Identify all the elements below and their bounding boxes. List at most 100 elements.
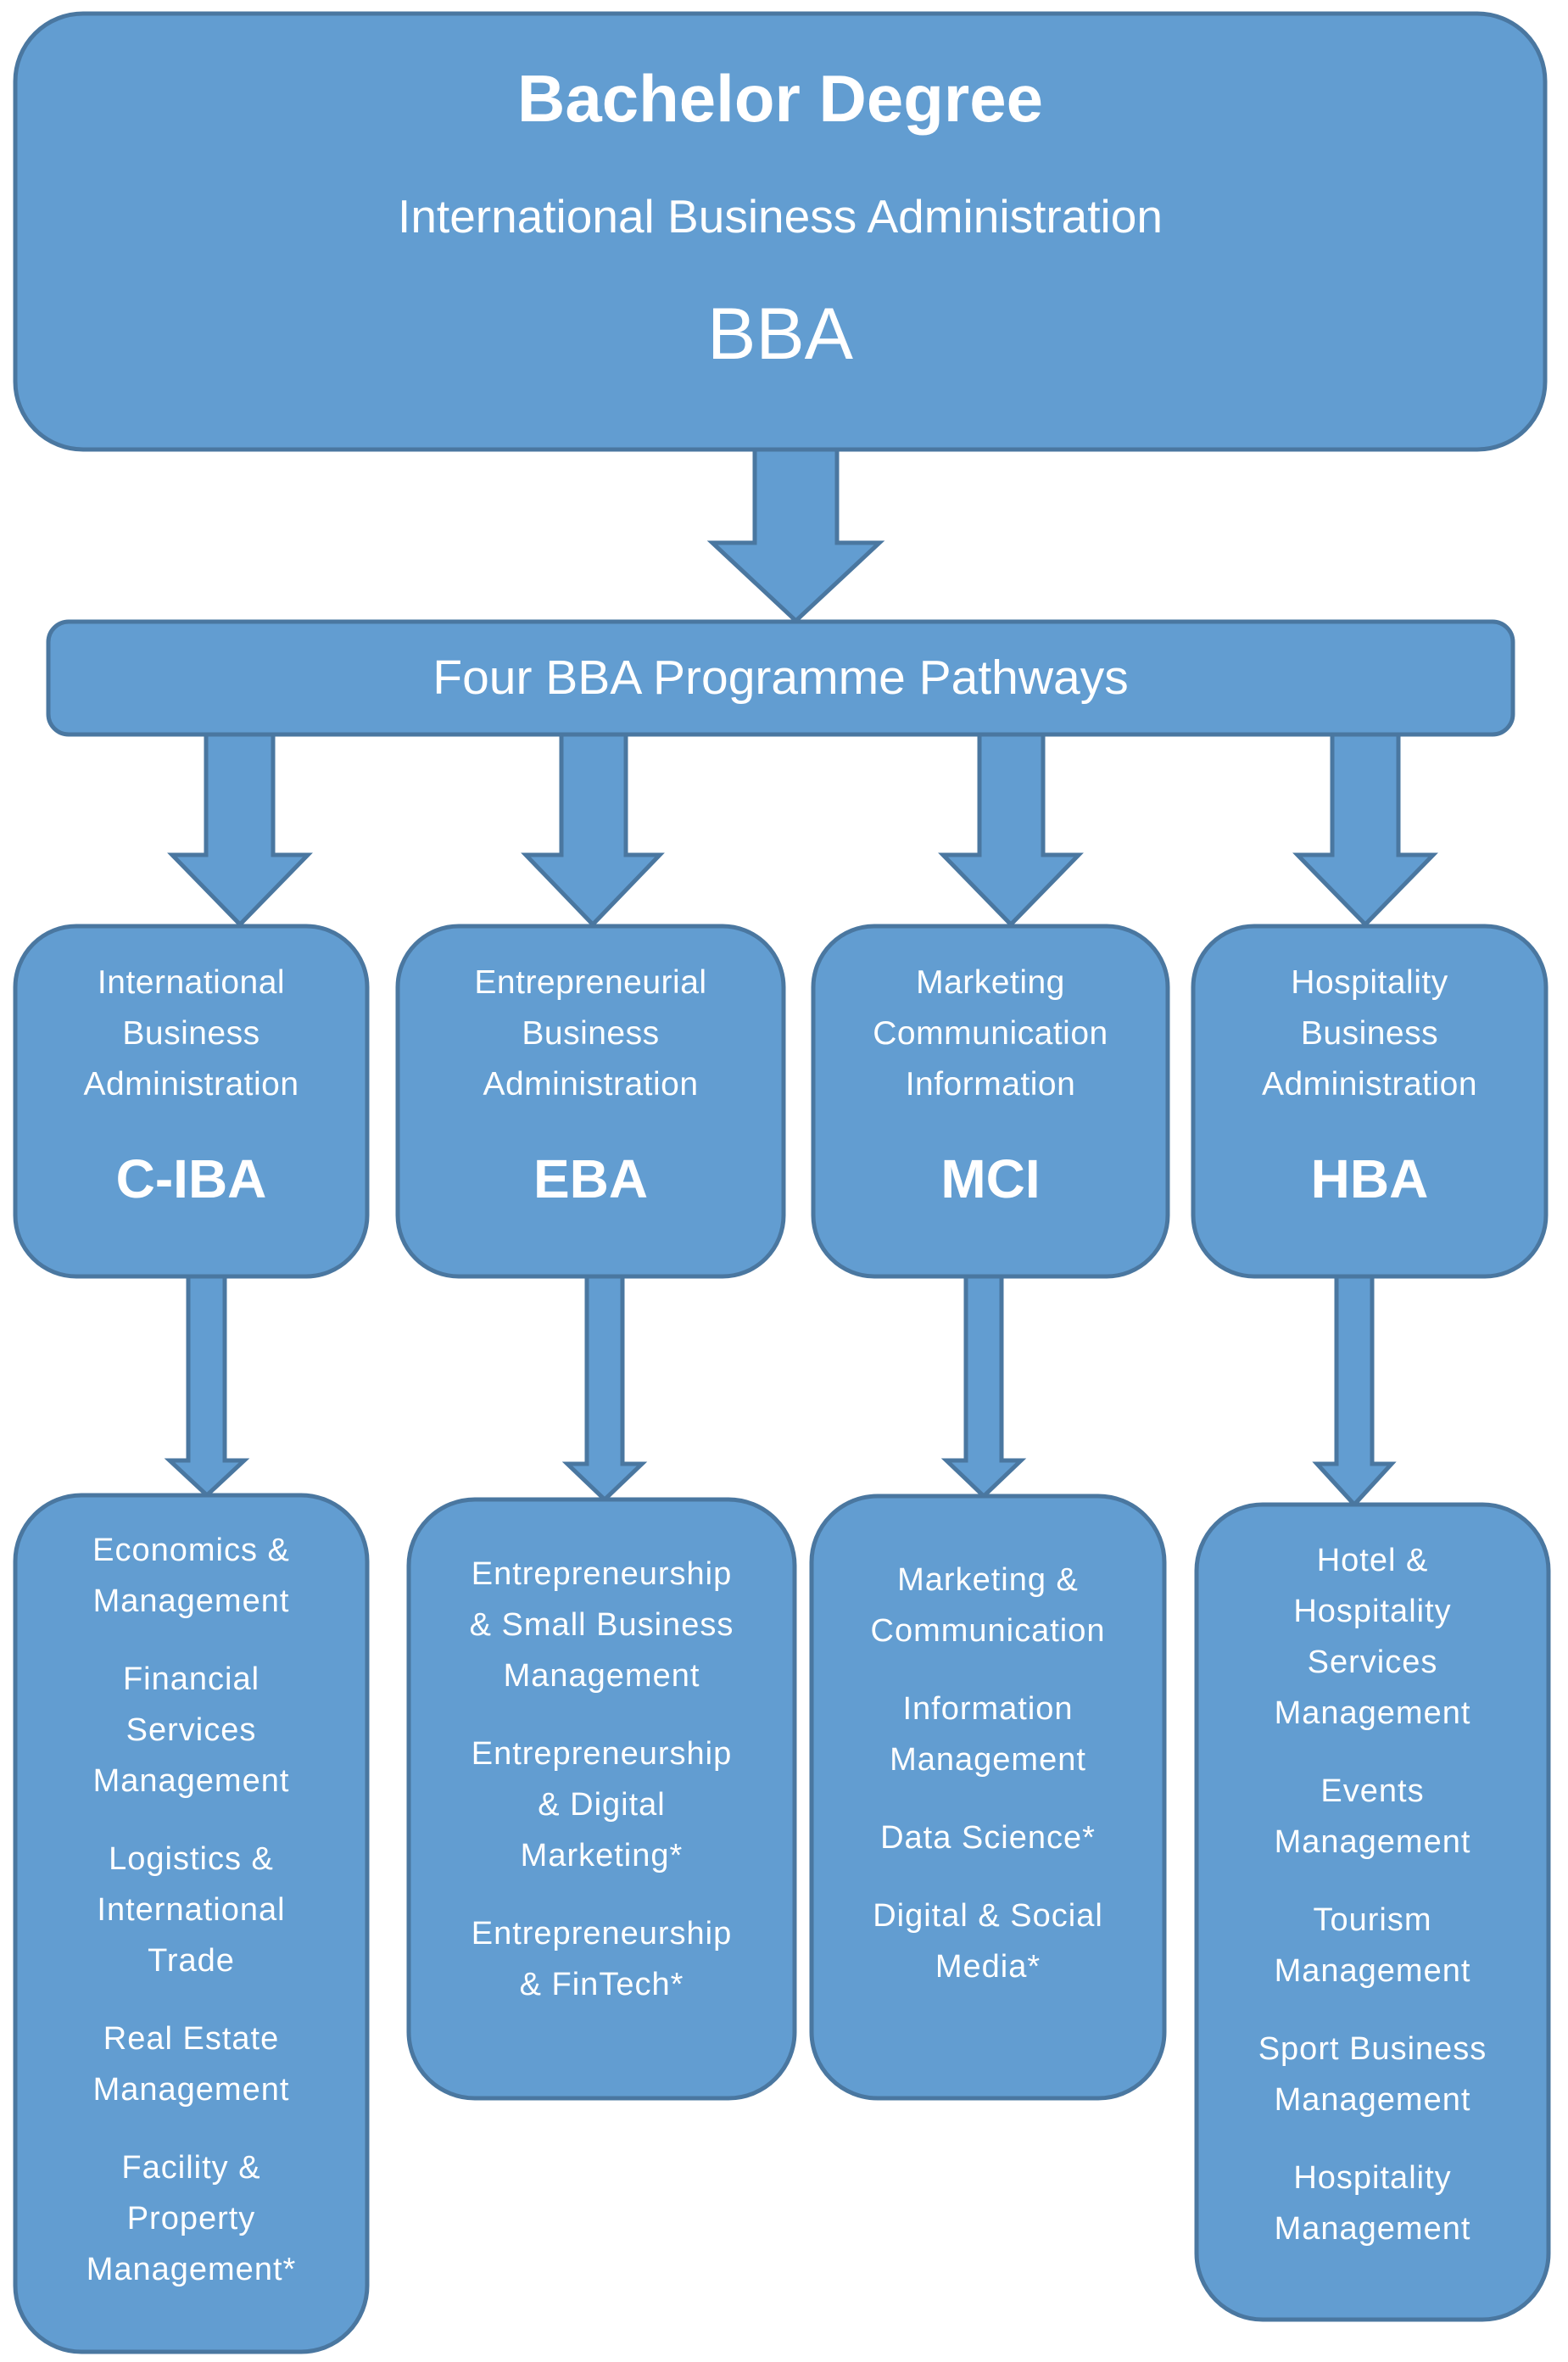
programme-box-mci bbox=[811, 924, 1170, 1279]
specialisation-line: Events bbox=[1320, 1773, 1425, 1809]
programme-box-c-iba bbox=[13, 924, 370, 1279]
specialisation-line: Economics & bbox=[92, 1533, 290, 1568]
specialisation-box-mci bbox=[809, 1494, 1167, 2101]
programme-name-line: Information bbox=[905, 1066, 1076, 1103]
arrow-down-icon bbox=[940, 1272, 1027, 1499]
specialisation-line: Entrepreneurship bbox=[471, 1736, 733, 1772]
programme-name-line: Communication bbox=[873, 1015, 1108, 1052]
specialisation-line: Services bbox=[126, 1712, 257, 1748]
specialisation-box-c-iba bbox=[13, 1493, 370, 2354]
programme-mci: Marketing Communication Information MCI bbox=[813, 958, 1168, 1213]
programme-name-line: Administration bbox=[483, 1066, 699, 1103]
specialisation-line: Tourism bbox=[1313, 1902, 1432, 1938]
programme-c-iba: International Business Administration C-… bbox=[15, 958, 367, 1213]
specialisation-line: Hospitality bbox=[1293, 1594, 1452, 1629]
specialisation-line: Marketing & bbox=[897, 1562, 1079, 1598]
programme-box-eba bbox=[395, 924, 786, 1279]
programme-hba: Hospitality Business Administration HBA bbox=[1193, 958, 1546, 1213]
arrow-down-icon bbox=[706, 445, 885, 624]
programme-name-line: Marketing bbox=[916, 964, 1065, 1001]
programme-name-line: International bbox=[97, 964, 286, 1001]
arrow-down-icon bbox=[561, 1272, 648, 1503]
specialisation-line: Management bbox=[1274, 2082, 1471, 2118]
specialisation-line: International bbox=[97, 1892, 286, 1928]
specialisation-item: Entrepreneurship & FinTech* bbox=[409, 1908, 795, 2010]
specialisation-box-eba bbox=[406, 1497, 797, 2101]
arrow-down-icon bbox=[938, 730, 1084, 928]
specialisation-line: Management bbox=[1274, 1824, 1471, 1860]
specialisation-line: Management bbox=[890, 1742, 1086, 1778]
arrow-down-icon bbox=[1292, 730, 1438, 928]
specialisation-line: Data Science* bbox=[880, 1820, 1096, 1856]
specialisation-line: Real Estate bbox=[103, 2021, 280, 2057]
specialisation-line: Trade bbox=[148, 1943, 235, 1979]
specialisation-line: Media* bbox=[935, 1949, 1041, 1985]
programme-name-line: Administration bbox=[83, 1066, 299, 1103]
specialisation-line: & FinTech* bbox=[519, 1967, 684, 2002]
degree-subtitle: International Business Administration bbox=[398, 190, 1163, 243]
programme-abbreviation: C-IBA bbox=[115, 1148, 267, 1209]
specialisation-line: Hospitality bbox=[1293, 2160, 1452, 2196]
specialisation-item: Data Science* bbox=[812, 1812, 1164, 1863]
programme-abbreviation: EBA bbox=[533, 1148, 649, 1209]
degree-box bbox=[13, 11, 1548, 452]
specialisation-line: Management bbox=[1274, 1953, 1471, 1989]
programme-name-line: Business bbox=[122, 1015, 260, 1052]
specialisation-line: Management* bbox=[86, 2252, 297, 2287]
programme-abbreviation: MCI bbox=[940, 1148, 1041, 1209]
degree-abbreviation: BBA bbox=[706, 293, 854, 375]
specialisation-line: Communication bbox=[870, 1613, 1106, 1649]
pathways-bar bbox=[46, 619, 1515, 737]
programme-eba: Entrepreneurial Business Administration … bbox=[398, 958, 784, 1213]
degree-title: Bachelor Degree bbox=[517, 61, 1043, 136]
programme-name-line: Administration bbox=[1261, 1066, 1478, 1103]
specialisation-line: & Small Business bbox=[469, 1607, 734, 1643]
programme-box-hba bbox=[1191, 924, 1548, 1279]
arrow-down-icon bbox=[521, 730, 665, 928]
pathways-label: Four BBA Programme Pathways bbox=[432, 651, 1129, 705]
programme-name-line: Business bbox=[522, 1015, 660, 1052]
specialisation-line: Services bbox=[1307, 1644, 1438, 1680]
specialisation-line: Financial bbox=[122, 1661, 260, 1697]
arrow-down-icon bbox=[1312, 1272, 1397, 1508]
specialisation-line: & Digital bbox=[538, 1787, 666, 1823]
specialisation-line: Management bbox=[92, 1763, 290, 1799]
specialisation-line: Information bbox=[902, 1691, 1074, 1727]
programme-name-line: Business bbox=[1300, 1015, 1439, 1052]
arrow-down-icon bbox=[167, 730, 313, 928]
programme-abbreviation: HBA bbox=[1310, 1148, 1429, 1209]
specialisation-line: Entrepreneurship bbox=[471, 1916, 733, 1952]
programme-name-line: Hospitality bbox=[1291, 964, 1448, 1001]
specialisation-box-hba bbox=[1194, 1502, 1551, 2322]
specialisation-line: Digital & Social bbox=[873, 1898, 1103, 1934]
specialisation-line: Sport Business bbox=[1258, 2031, 1487, 2067]
specialisation-item: Economics & Management bbox=[15, 1525, 367, 1627]
specialisation-line: Hotel & bbox=[1316, 1543, 1429, 1578]
specialisation-line: Logistics & bbox=[109, 1841, 274, 1877]
specialisation-line: Management bbox=[1274, 1695, 1471, 1731]
specialisation-line: Management bbox=[503, 1658, 700, 1694]
specialisation-line: Entrepreneurship bbox=[471, 1556, 733, 1592]
specialisation-line: Management bbox=[92, 2072, 290, 2108]
arrow-down-icon bbox=[164, 1272, 250, 1499]
specialisation-line: Management bbox=[92, 1583, 290, 1619]
specialisation-line: Property bbox=[126, 2201, 256, 2236]
